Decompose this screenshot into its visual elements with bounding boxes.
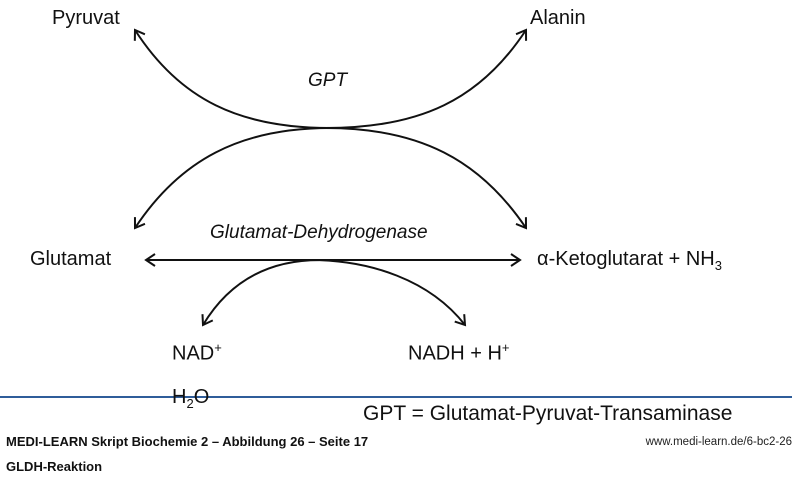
figure-title: GLDH-Reaktion — [6, 459, 103, 474]
label-pyruvat: Pyruvat — [52, 7, 120, 29]
arrow-to-alanin — [325, 28, 528, 129]
arrow-to-nadh — [309, 259, 467, 327]
label-ketoglutarat: α-Ketoglutarat + NH3 — [537, 248, 722, 273]
gpt-definition: GPT = Glutamat-Pyruvat-Transaminase — [363, 402, 733, 425]
label-glutamat: Glutamat — [30, 248, 112, 270]
source-url: www.medi-learn.de/6-bc2-26 — [645, 436, 792, 448]
arrow-to-pyruvat — [133, 28, 331, 129]
label-gpt: GPT — [308, 70, 348, 91]
arrow-to-ketoglutarat — [325, 127, 528, 230]
label-nadh: NADH + H+ — [408, 340, 510, 365]
label-gldh: Glutamat-Dehydrogenase — [210, 222, 428, 243]
arrow-to-nad — [201, 259, 321, 327]
label-alanin: Alanin — [530, 7, 586, 29]
label-nad: NAD+ — [172, 340, 222, 365]
arrow-to-glutamat — [133, 127, 331, 230]
figure-caption: MEDI-LEARN Skript Biochemie 2 – Abbildun… — [6, 434, 369, 449]
label-h2o: H2O — [172, 386, 210, 411]
